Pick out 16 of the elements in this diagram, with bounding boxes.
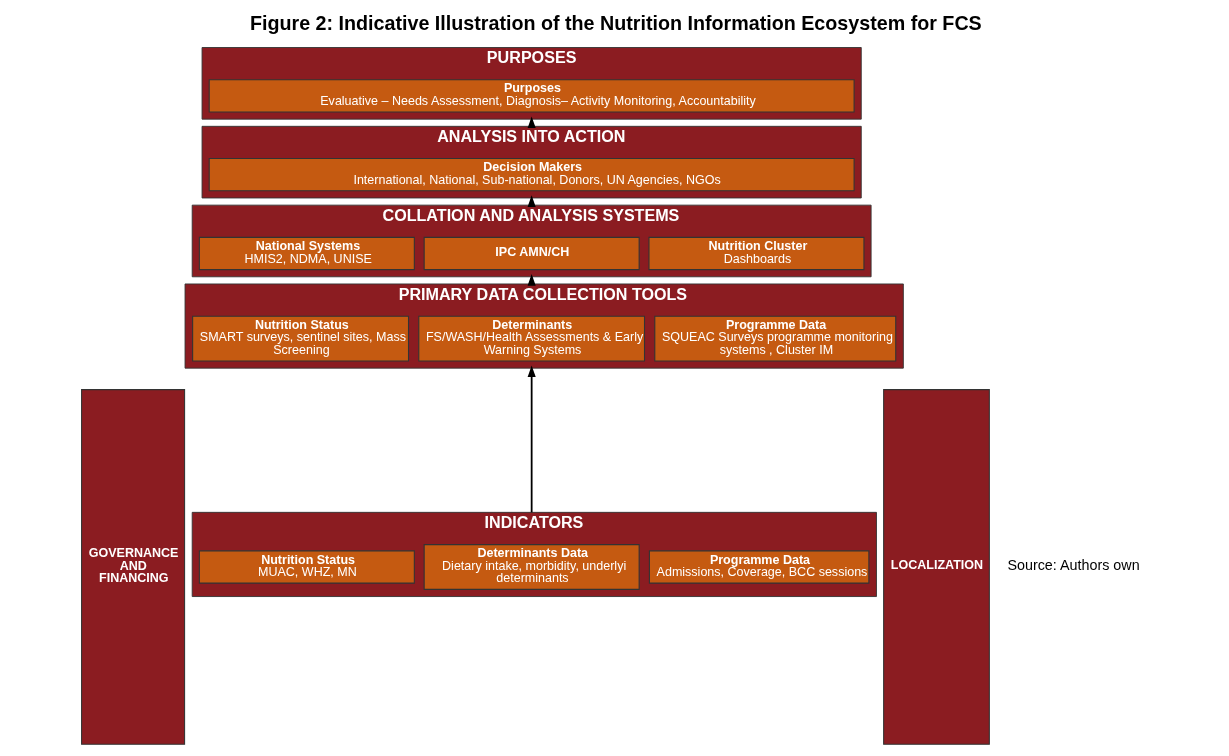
node-box: Determinants FS/WASH/Health Assessments & Early Warning Systems — [418, 315, 646, 362]
node-box: Determinants Data Dietary intake, morbidity, underlyi determinants — [423, 544, 640, 590]
arrow — [527, 365, 536, 514]
node-box: National Systems HMIS2, NDMA, UNISE — [198, 236, 415, 271]
node-box: Nutrition Status SMART surveys, sentinel sites, Mass Screening — [192, 315, 410, 362]
node-box: Decision Makers International, National, Sub-national, Donors, UN Agencies, NGOs — [208, 158, 855, 192]
node-box: Nutrition Cluster Dashboards — [648, 236, 865, 271]
diagram-title: Figure 2: Indicative Illustration of the Nutrition Information Ecosystem for FCS — [249, 12, 982, 35]
node-box: GOVERNANCE AND FINANCING — [81, 389, 186, 745]
node-box: Nutrition Status MUAC, WHZ, MN — [198, 550, 415, 584]
node-box: IPC AMN/CH — [423, 236, 640, 271]
caption: Source: Authors own — [1007, 557, 1140, 574]
node-box: Programme Data SQUEAC Surveys programme monitoring systems , Cluster IM — [654, 315, 897, 362]
node-box: LOCALIZATION — [883, 389, 990, 745]
node-box: Purposes Evaluative – Needs Assessment, Diagnosis– Activity Monitoring, Accountability — [208, 79, 855, 113]
node-box: Programme Data Admissions, Coverage, BCC sessions — [648, 550, 870, 584]
